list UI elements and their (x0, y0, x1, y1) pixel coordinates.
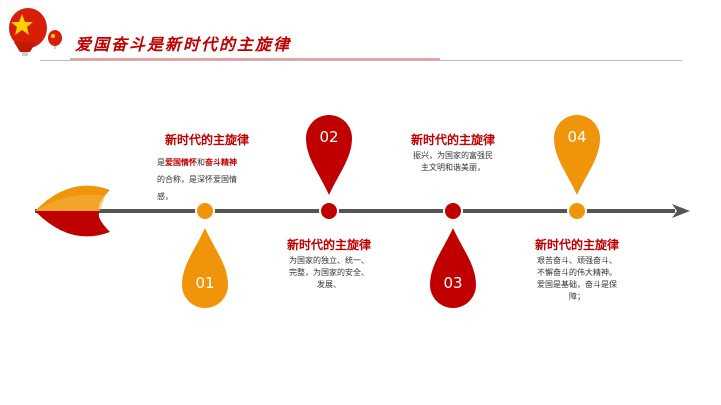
body-line: 为国家的独立、统一、 (289, 256, 369, 265)
body-text: 是 (157, 158, 165, 167)
body-line: 振兴，为国家的富强民 (413, 151, 493, 160)
pin-01 (182, 228, 228, 308)
item-04: 新时代的主旋律 艰苦奋斗、顽强奋斗、 不懈奋斗的伟大精神。 爱国是基础，奋斗是保… (527, 236, 627, 303)
title-divider (40, 60, 682, 61)
pin-number-04: 04 (567, 128, 587, 146)
item-01: 新时代的主旋律 是爱国情怀和奋斗精神 的合称，是深怀爱国情 感， (157, 131, 257, 205)
body-text: 的合称，是深怀爱国情 (157, 175, 237, 184)
page-title: 爱国奋斗是新时代的主旋律 (75, 35, 292, 54)
pin-04 (554, 115, 600, 195)
timeline-dot-01 (195, 201, 215, 221)
item-title: 新时代的主旋律 (410, 133, 495, 147)
body-line: 障； (569, 292, 585, 301)
item-title: 新时代的主旋律 (534, 238, 619, 252)
title-underline (70, 58, 440, 60)
body-line: 艰苦奋斗、顽强奋斗、 (537, 256, 617, 265)
timeline-dot-02 (319, 201, 339, 221)
item-body: 是爱国情怀和奋斗精神 的合称，是深怀爱国情 感， (157, 154, 257, 205)
body-line: 爱国是基础，奋斗是保 (537, 280, 617, 289)
pin-03 (430, 228, 476, 308)
highlight-text: 爱国情怀 (165, 158, 197, 167)
timeline-arrow (35, 204, 690, 218)
body-text: 和 (197, 158, 205, 167)
body-line: 完整，为国家的安全、 (289, 268, 369, 277)
feather-icon (35, 185, 110, 237)
pin-02 (306, 115, 352, 195)
timeline-dot-04 (567, 201, 587, 221)
body-line: 主文明和谐美丽， (421, 163, 485, 172)
item-03: 新时代的主旋律 振兴，为国家的富强民 主文明和谐美丽， (403, 131, 503, 174)
item-02: 新时代的主旋律 为国家的独立、统一、 完整，为国家的安全、 发展、 (279, 236, 379, 291)
body-line: 不懈奋斗的伟大精神。 (537, 268, 617, 277)
highlight-text: 奋斗精神 (205, 158, 237, 167)
balloon-icon (9, 8, 47, 56)
pin-number-03: 03 (443, 274, 463, 292)
body-line: 发展、 (317, 280, 341, 289)
small-balloon-icon (48, 30, 62, 49)
pin-number-01: 01 (195, 274, 215, 292)
item-title: 新时代的主旋律 (286, 238, 371, 252)
timeline-dot-03 (443, 201, 463, 221)
body-text: 感， (157, 192, 173, 201)
item-title: 新时代的主旋律 (164, 133, 249, 147)
pin-number-02: 02 (319, 128, 339, 146)
